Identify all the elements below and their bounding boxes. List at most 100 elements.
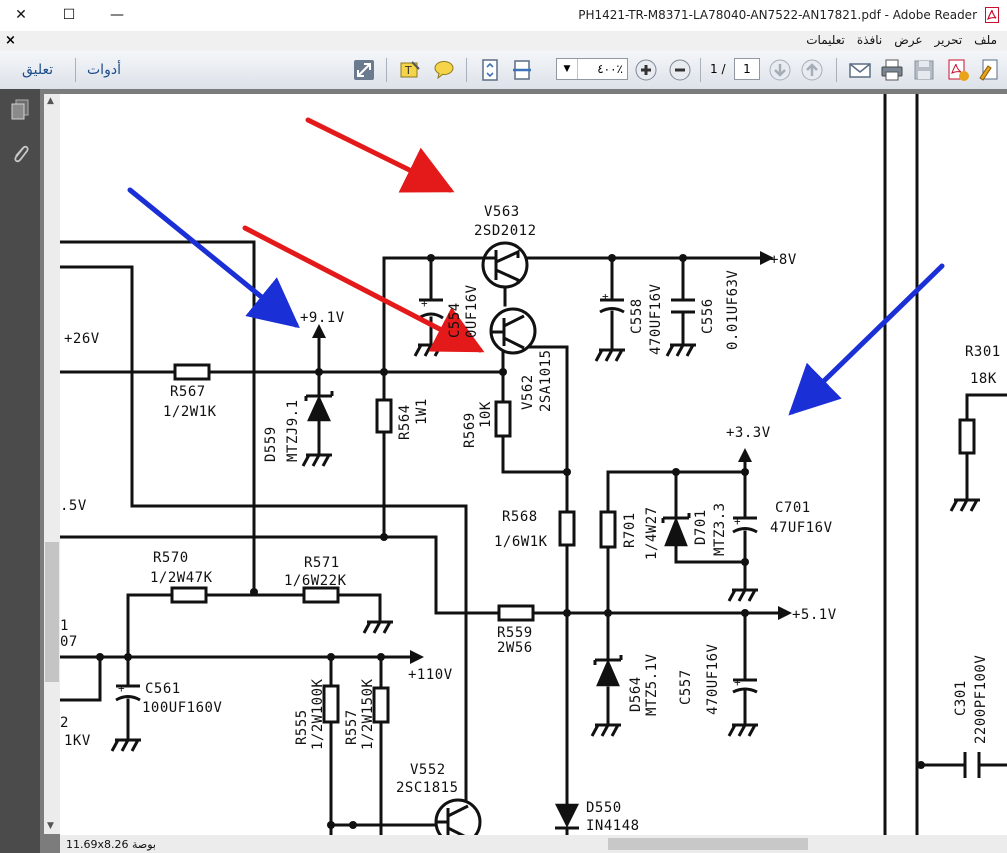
- label-r701: R701: [622, 512, 638, 548]
- label-v552-part: 2SC1815: [396, 780, 459, 796]
- print-icon[interactable]: [880, 58, 904, 82]
- label-v563: V563: [484, 204, 520, 220]
- navigation-pane: [0, 89, 40, 853]
- label-r557: R557: [344, 709, 360, 745]
- label-r559: R559: [497, 625, 533, 641]
- label-c701-val: 47UF16V: [770, 520, 833, 536]
- attachments-icon[interactable]: [10, 141, 30, 165]
- close-window-button[interactable]: ✕: [15, 7, 27, 23]
- toolbar-separator: [75, 58, 76, 82]
- highlight-text-icon[interactable]: T: [398, 58, 422, 82]
- label-c557-val: 470UF16V: [705, 643, 721, 715]
- title-bar: ✕ ☐ — PH1421-TR-M8371-LA78040-AN7522-AN1…: [0, 0, 1007, 31]
- zoom-out-icon[interactable]: [668, 58, 692, 82]
- zoom-in-icon[interactable]: [634, 58, 658, 82]
- menu-file[interactable]: ملف: [974, 33, 997, 47]
- chevron-down-icon[interactable]: ▼: [557, 59, 578, 79]
- label-d559: D559: [263, 426, 279, 462]
- close-document-icon[interactable]: ×: [5, 33, 16, 48]
- zoom-select[interactable]: ▼ ٤٠٠٪: [556, 58, 628, 80]
- label-r569-val: 10K: [478, 401, 494, 428]
- previous-page-icon[interactable]: [800, 58, 824, 82]
- label-r569: R569: [462, 412, 478, 448]
- label-r701-val: 1/4W27: [644, 506, 660, 560]
- label-r564: R564: [397, 404, 413, 440]
- fit-width-icon[interactable]: [510, 58, 534, 82]
- label-d550-val: IN4148: [586, 818, 640, 834]
- label-fragment-1: 1: [60, 618, 69, 634]
- label-c556-val: 0.01UF63V: [725, 270, 741, 350]
- label-c554: C554: [447, 302, 463, 338]
- horizontal-scroll-thumb[interactable]: [608, 838, 808, 850]
- label-plus-33v: +3.3V: [726, 425, 771, 441]
- label-c557: C557: [678, 669, 694, 705]
- label-c561: C561: [145, 681, 181, 697]
- label-c301: C301: [953, 680, 969, 716]
- create-pdf-icon[interactable]: [946, 58, 970, 82]
- maximize-window-button[interactable]: ☐: [62, 7, 76, 23]
- label-r570: R570: [153, 550, 189, 566]
- label-r564-val: 1W1: [414, 398, 430, 425]
- save-icon[interactable]: [912, 58, 936, 82]
- toolbar-separator: [700, 58, 701, 82]
- toolbar-separator: [466, 58, 467, 82]
- sign-document-icon[interactable]: [978, 58, 1002, 82]
- label-d701: D701: [693, 509, 709, 545]
- comment-pane-button[interactable]: تعليق: [22, 62, 54, 78]
- label-d559-val: MTZJ9.1: [285, 399, 301, 462]
- label-r557-val: 1/2W150K: [360, 678, 376, 750]
- label-v552: V552: [410, 762, 446, 778]
- next-page-icon[interactable]: [768, 58, 792, 82]
- label-plus-8v: +8V: [770, 252, 797, 268]
- svg-text:+: +: [602, 290, 609, 303]
- label-r568: R568: [502, 509, 538, 525]
- label-fragment-1kv: 1KV: [64, 733, 91, 749]
- page-number-input[interactable]: 1: [734, 58, 760, 80]
- page-thumbnails-icon[interactable]: [10, 99, 30, 121]
- label-c558-val: 470UF16V: [648, 283, 664, 355]
- scroll-down-icon[interactable]: ▼: [47, 821, 54, 831]
- label-c556: C556: [700, 298, 716, 334]
- schematic-drawing: V563 2SD2012 +8V +26V +9.1V R567 1/2W1K …: [60, 94, 1007, 835]
- pdf-page[interactable]: V563 2SD2012 +8V +26V +9.1V R567 1/2W1K …: [60, 94, 1007, 835]
- scroll-up-icon[interactable]: ▲: [47, 96, 54, 106]
- label-plus-9v: +9.1V: [300, 310, 345, 326]
- label-r555-val: 1/2W100K: [310, 678, 326, 750]
- fit-page-icon[interactable]: [478, 58, 502, 82]
- label-plus-110v: +110V: [408, 667, 453, 683]
- label-plus-51v: +5.1V: [792, 607, 837, 623]
- label-d564-val: MTZ5.1V: [644, 653, 660, 716]
- label-c554-val: 0UF16V: [464, 284, 480, 338]
- label-r568-val: 1/6W1K: [494, 534, 548, 550]
- fullscreen-icon[interactable]: [352, 58, 376, 82]
- minimize-window-button[interactable]: —: [110, 7, 124, 23]
- menu-edit[interactable]: تحرير: [934, 33, 963, 47]
- label-d701-val: MTZ3.3: [712, 502, 728, 556]
- sticky-note-icon[interactable]: [432, 58, 456, 82]
- label-r571-val: 1/6W22K: [284, 573, 347, 589]
- zoom-value: ٤٠٠٪: [597, 62, 623, 76]
- label-r301: R301: [965, 344, 1001, 360]
- svg-text:+: +: [734, 515, 741, 528]
- menu-help[interactable]: تعليمات: [806, 33, 845, 47]
- menu-window[interactable]: نافذة: [856, 33, 883, 47]
- label-d564: D564: [628, 676, 644, 712]
- tools-pane-button[interactable]: أدوات: [87, 62, 121, 78]
- horizontal-scrollbar[interactable]: [60, 835, 1007, 853]
- label-r570-val: 1/2W47K: [150, 570, 213, 586]
- toolbar-separator: [836, 58, 837, 82]
- label-c701: C701: [775, 500, 811, 516]
- label-v562-part: 2SA1015: [538, 349, 554, 412]
- label-r301-val: 18K: [970, 371, 997, 387]
- email-icon[interactable]: [848, 58, 872, 82]
- page-total: 1 /: [710, 62, 726, 76]
- vertical-scroll-thumb[interactable]: [45, 542, 59, 682]
- menu-view[interactable]: عرض: [894, 33, 923, 47]
- pdf-icon: [985, 7, 999, 23]
- label-v5-fragment: .5V: [60, 498, 87, 514]
- label-v563-part: 2SD2012: [474, 223, 537, 239]
- label-v562: V562: [520, 374, 536, 410]
- label-c558: C558: [629, 298, 645, 334]
- vertical-scrollbar[interactable]: ▲ ▼: [44, 94, 60, 834]
- label-r571: R571: [304, 555, 340, 571]
